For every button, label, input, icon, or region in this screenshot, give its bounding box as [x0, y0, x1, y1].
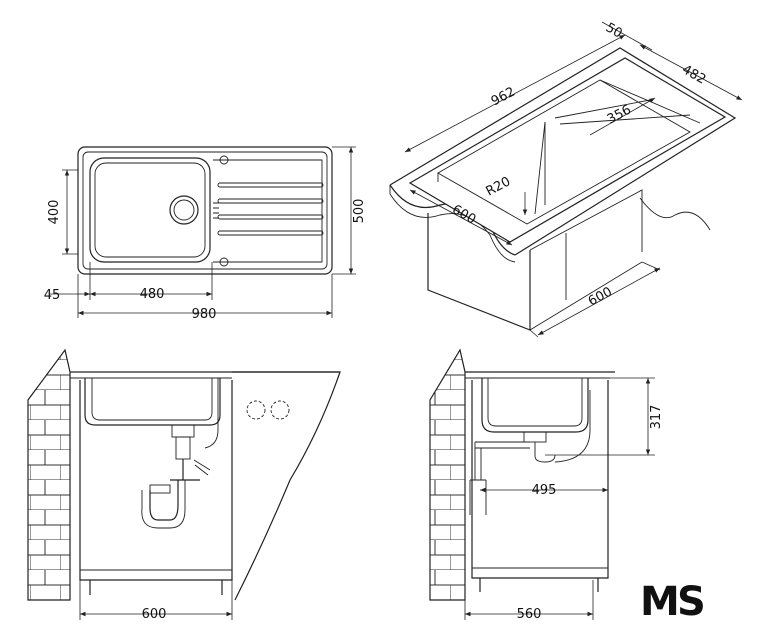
dim-495-label: 495 — [532, 483, 557, 498]
dim-560-label: 560 — [517, 607, 542, 622]
side-view: 317 495 560 — [429, 348, 664, 622]
dim-50-label: 50 — [603, 20, 625, 41]
front-view: 600 — [27, 348, 341, 622]
iso-view: 962 50 482 356 R20 600 600 — [389, 20, 743, 338]
dim-600-side-label: 600 — [586, 284, 615, 309]
bowl-outline — [89, 157, 211, 263]
ms-logo: M S — [640, 579, 706, 625]
dim-400-label: 400 — [47, 200, 62, 225]
drain-outer — [169, 195, 199, 225]
side-brick-wall — [429, 348, 466, 601]
brick-wall — [27, 348, 71, 601]
sink-outline — [77, 146, 333, 275]
dim-317-label: 317 — [649, 405, 664, 430]
drainer-grooves — [217, 182, 324, 236]
drain-inner — [173, 199, 195, 221]
front-bowl — [84, 378, 221, 426]
side-bowl — [481, 378, 589, 433]
dim-980-label: 980 — [192, 307, 217, 322]
logo-letter-s: S — [677, 579, 706, 625]
dim-front-600-label: 600 — [142, 607, 167, 622]
dim-45-label: 45 — [44, 288, 61, 303]
dim-962-label: 962 — [489, 84, 518, 109]
dim-500-label: 500 — [352, 199, 367, 224]
front-cabinet — [79, 380, 233, 581]
dim-480-label: 480 — [140, 287, 165, 302]
logo-letter-m: M — [640, 579, 680, 625]
top-view: 400 500 45 480 980 — [44, 146, 367, 322]
dim-482-label: 482 — [679, 62, 708, 87]
side-cabinet — [471, 380, 609, 579]
